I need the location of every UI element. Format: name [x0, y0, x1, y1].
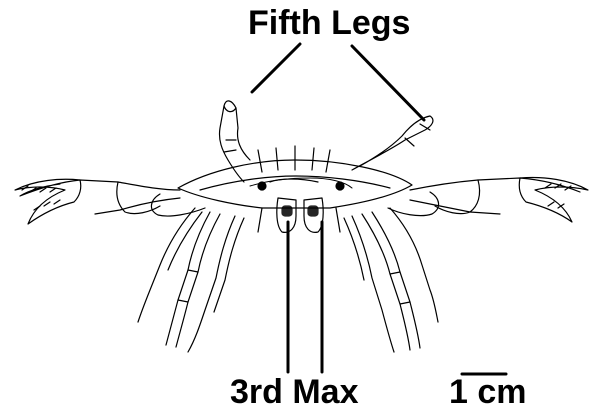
- label-fifth-legs: Fifth Legs: [248, 4, 410, 43]
- label-scale: 1 cm: [449, 373, 527, 412]
- pointer-fifth-right: [352, 46, 424, 120]
- left-walking-leg-2: [188, 216, 235, 352]
- pointer-fifth-left: [252, 44, 300, 92]
- label-3rd-max: 3rd Max: [230, 373, 359, 412]
- right-walking-leg-2: [352, 216, 394, 352]
- left-walking-leg-3: [138, 208, 195, 322]
- right-walking-leg-1: [372, 212, 420, 348]
- right-claw: [519, 178, 588, 223]
- right-walking-leg-3: [390, 208, 438, 322]
